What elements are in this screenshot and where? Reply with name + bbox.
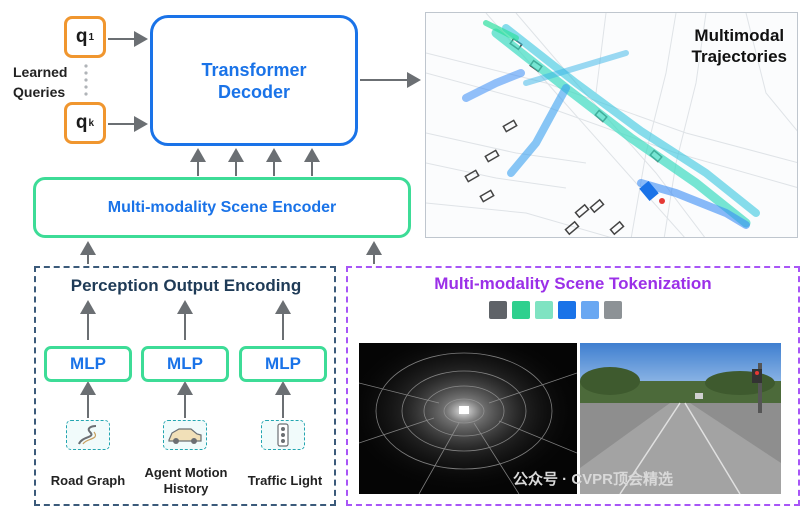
learned-queries-label-1: Learned bbox=[13, 64, 68, 80]
trajectories-title-2: Trajectories bbox=[691, 47, 787, 66]
token-square bbox=[558, 301, 576, 319]
road-graph-label: Road Graph bbox=[50, 473, 126, 488]
ellipsis-dot bbox=[84, 78, 88, 82]
agent-motion-label: Agent Motion History bbox=[130, 465, 242, 497]
ellipsis-dot bbox=[84, 85, 88, 89]
query-q1-label: q bbox=[75, 26, 88, 47]
ellipsis-dot bbox=[84, 71, 88, 75]
token-square bbox=[489, 301, 507, 319]
lidar-image bbox=[359, 343, 577, 494]
agent-motion-label-2: History bbox=[163, 481, 209, 496]
mlp-agent-motion: MLP bbox=[141, 346, 229, 382]
mlp-road-graph: MLP bbox=[44, 346, 132, 382]
trajectories-map bbox=[426, 13, 797, 237]
perception-section bbox=[34, 266, 336, 506]
trajectories-title-1: Multimodal bbox=[694, 26, 785, 45]
tokenization-title: Multi-modality Scene Tokenization bbox=[434, 274, 712, 293]
token-square bbox=[581, 301, 599, 319]
perception-title: Perception Output Encoding bbox=[70, 276, 302, 295]
ellipsis-dot bbox=[84, 64, 88, 68]
agent-motion-label-1: Agent Motion bbox=[144, 465, 228, 480]
decoder-label-2: Decoder bbox=[217, 81, 291, 102]
watermark-text: 公众号 · CVPR顶会精选 bbox=[513, 471, 674, 488]
transformer-decoder-box: Transformer Decoder bbox=[150, 15, 358, 146]
car-icon bbox=[163, 420, 207, 450]
road-graph-icon bbox=[66, 420, 110, 450]
token-square bbox=[512, 301, 530, 319]
scene-encoder-box: Multi-modality Scene Encoder bbox=[33, 177, 411, 238]
token-square bbox=[604, 301, 622, 319]
decoder-label-1: Transformer bbox=[201, 59, 307, 80]
tokenization-section bbox=[346, 266, 800, 506]
traffic-light-label: Traffic Light bbox=[247, 473, 323, 488]
learned-queries-label-2: Queries bbox=[13, 84, 66, 100]
query-q1-sub: 1 bbox=[88, 31, 95, 43]
query-qk-label: q bbox=[75, 112, 88, 133]
query-qk-sub: k bbox=[88, 117, 95, 129]
mlp-traffic-light: MLP bbox=[239, 346, 327, 382]
traffic-light-icon bbox=[261, 420, 305, 450]
token-square bbox=[535, 301, 553, 319]
camera-image bbox=[580, 343, 781, 494]
trajectories-title: Multimodal Trajectories bbox=[692, 25, 787, 67]
encoder-label: Multi-modality Scene Encoder bbox=[107, 198, 337, 216]
trajectories-panel: Multimodal Trajectories bbox=[425, 12, 798, 238]
ellipsis-dot bbox=[84, 92, 88, 96]
